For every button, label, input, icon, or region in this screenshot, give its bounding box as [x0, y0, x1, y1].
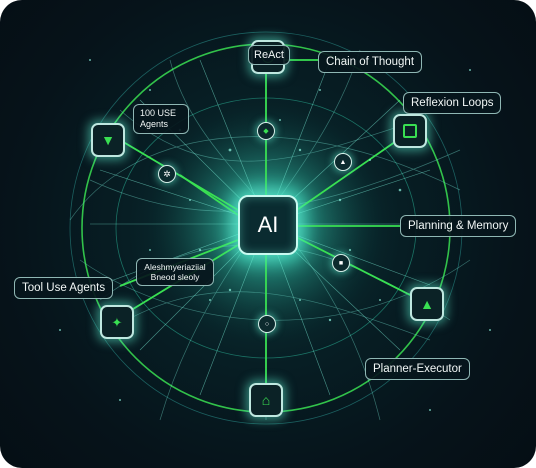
link-dot: ○	[258, 315, 276, 333]
label-react: ReAct	[248, 45, 290, 65]
tree-icon: ▲	[420, 296, 434, 312]
wrench-icon: ✦	[111, 314, 123, 330]
link-icon: ○	[264, 320, 270, 328]
gear-dot: ✲	[158, 165, 176, 183]
gear-icon: ✲	[163, 168, 171, 179]
label-planning-memory: Planning & Memory	[400, 215, 517, 237]
lock-icon: ■	[338, 259, 344, 267]
label-reflexion-loops: Reflexion Loops	[403, 92, 502, 114]
planner-executor-node: ⌂	[249, 383, 283, 417]
planning-memory-node: ▲	[410, 287, 444, 321]
shield-dot: ◆	[257, 122, 275, 140]
agents-node: ▼	[91, 123, 125, 157]
ai-label: AI	[257, 212, 279, 237]
label-planner-executor: Planner-Executor	[365, 358, 470, 380]
ai-core: AI	[238, 195, 298, 255]
target-icon	[403, 124, 417, 138]
reflexion-node	[393, 114, 427, 148]
label-tool-use-agents: Tool Use Agents	[14, 277, 114, 299]
arrow-up-icon: ▲	[339, 158, 347, 166]
up-dot: ▲	[334, 153, 352, 171]
shield-icon: ▼	[101, 132, 115, 148]
label-chain-of-thought: Chain of Thought	[318, 51, 423, 73]
shield-icon: ◆	[263, 127, 269, 135]
label-small-caption: Aleshmyeriaziial Bneod sleoly	[136, 258, 214, 286]
lock-dot: ■	[332, 254, 350, 272]
particles	[59, 59, 491, 411]
tool-use-node: ✦	[100, 305, 134, 339]
label-100-agents: 100 USE Agents	[133, 104, 189, 134]
house-icon: ⌂	[261, 392, 271, 408]
